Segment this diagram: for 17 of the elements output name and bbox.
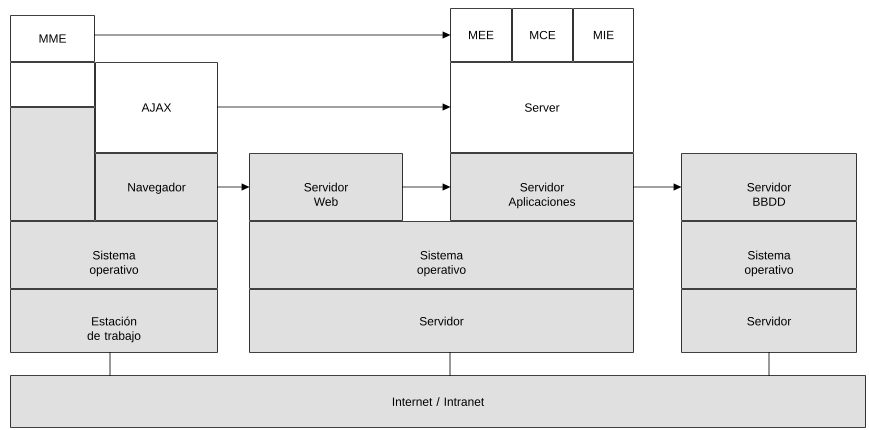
component-box: Servidor Aplicaciones [450, 153, 634, 221]
connector-line [768, 352, 770, 376]
empty-box [10, 62, 95, 107]
component-box: Navegador [95, 153, 218, 221]
component-box: MEE [450, 8, 512, 62]
component-box: Internet / Intranet [10, 375, 866, 428]
component-box: Estación de trabajo [10, 289, 218, 353]
component-box: Servidor [681, 289, 857, 353]
component-box: MCE [512, 8, 573, 62]
component-box: MIE [573, 8, 634, 62]
component-box: Servidor Web [249, 153, 403, 221]
component-box: Sistema operativo [681, 221, 857, 289]
component-box: Servidor [249, 289, 634, 353]
component-box: Servidor BBDD [681, 153, 857, 221]
component-box: Sistema operativo [10, 221, 218, 289]
component-box: AJAX [95, 62, 218, 153]
component-box: MME [10, 15, 95, 62]
